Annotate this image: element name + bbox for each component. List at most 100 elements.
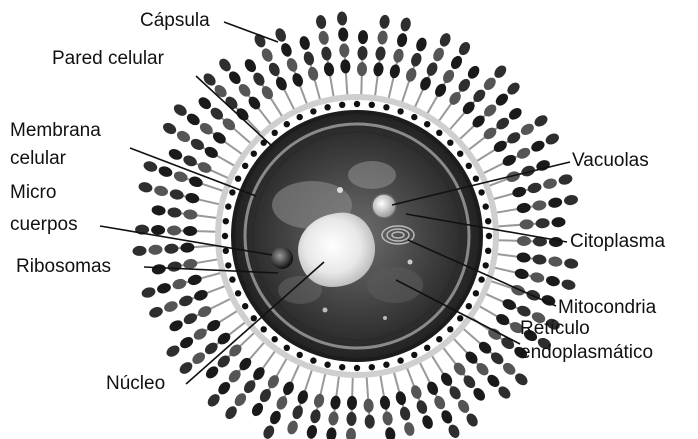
capsula-bead [465, 64, 481, 81]
pared-celular-dot [235, 176, 241, 182]
pared-celular-dot [310, 357, 316, 363]
capsula-bead [192, 326, 209, 342]
capsula-bead [285, 57, 299, 74]
capsula-bead [296, 389, 310, 405]
capsula-bead [274, 75, 289, 92]
pared-celular-dot [466, 163, 472, 169]
capsula-bead [259, 84, 275, 101]
pared-celular-dot [424, 345, 430, 351]
capsula-bead [494, 312, 511, 328]
capsula-bead [328, 411, 340, 426]
capsula-bead [358, 30, 368, 44]
capsula-bead [167, 261, 182, 273]
capsula-bead [551, 217, 566, 228]
capsula-bead [563, 194, 578, 206]
capsula-bead [456, 77, 472, 94]
pared-celular-dot [242, 303, 248, 309]
pared-celular-dot [284, 121, 290, 127]
pared-celular-dot [473, 290, 479, 296]
capsula-bead [527, 181, 543, 194]
vacuola-shape [372, 194, 396, 218]
capsula-bead [496, 384, 513, 401]
pared-celular-dot [436, 130, 442, 136]
capsula-bead [529, 139, 546, 154]
capsula-bead [302, 50, 315, 66]
capsula-bead [519, 219, 534, 230]
pared-celular-dot [324, 362, 330, 368]
capsula-bead [211, 130, 228, 146]
capsula-bead [403, 421, 416, 437]
capsula-bead [516, 252, 531, 264]
capsula-bead [505, 130, 522, 146]
label-membrana-line2: celular [10, 148, 66, 170]
capsula-bead [357, 46, 367, 60]
pared-celular-dot [483, 203, 489, 209]
capsula-bead [515, 146, 532, 161]
pared-celular-dot [354, 365, 360, 371]
capsula-bead [156, 282, 172, 295]
capsula-bead [205, 318, 222, 334]
pared-celular-dot [397, 108, 403, 114]
capsula-bead [163, 299, 180, 313]
capsula-bead [548, 256, 563, 268]
capsula-bead [542, 177, 558, 190]
cytoplasm-blotch [367, 267, 423, 303]
micro-cuerpo-shape [271, 247, 293, 269]
capsula-bead [330, 395, 342, 410]
capsula-bead [447, 90, 463, 107]
capsula-bead [532, 254, 547, 266]
capsula-bead [377, 30, 389, 45]
capsula-bead [151, 263, 166, 275]
capsula-bead [532, 199, 547, 211]
capsula-bead [515, 304, 532, 319]
label-micro-line1: Micro [10, 182, 56, 204]
capsula-bead [379, 14, 391, 29]
capsula-bead [171, 277, 187, 290]
capsula-bead [161, 121, 178, 137]
capsula-bead [514, 267, 530, 280]
capsula-bead [456, 398, 472, 415]
capsula-bead [557, 173, 573, 186]
capsula-bead [379, 395, 391, 410]
capsula-bead [532, 113, 549, 129]
capsula-bead [268, 409, 283, 426]
label-ribosomas: Ribosomas [16, 256, 111, 278]
capsula-bead [517, 236, 531, 246]
inclusion-dot [337, 187, 343, 193]
pared-celular-dot [383, 362, 389, 368]
capsula-bead [180, 242, 195, 253]
capsula-bead [187, 273, 203, 286]
pared-celular-dot [223, 218, 229, 224]
capsula-bead [142, 160, 158, 174]
capsula-bead [183, 226, 197, 236]
capsula-bead [398, 406, 411, 422]
capsula-bead [279, 42, 293, 59]
capsula-bead [392, 48, 405, 64]
capsula-bead [501, 360, 518, 377]
pared-celular-dot [354, 101, 360, 107]
capsula-bead [409, 384, 423, 401]
capsula-bead [320, 46, 332, 61]
capsula-bead [212, 83, 229, 100]
capsula-bead [547, 197, 562, 209]
capsula-bead [561, 278, 577, 291]
capsula-bead [193, 288, 210, 302]
capsula-bead [242, 378, 258, 395]
capsula-bead [260, 47, 275, 64]
capsula-bead [433, 82, 449, 99]
capsula-bead [388, 63, 401, 79]
pared-celular-dot [411, 114, 417, 120]
capsula-bead [167, 147, 184, 162]
pared-celular-dot [261, 326, 267, 332]
capsula-bead [167, 207, 182, 219]
capsula-bead [446, 423, 461, 439]
capsula-bead [513, 371, 530, 388]
capsula-bead [261, 424, 276, 439]
capsula-bead [501, 297, 518, 312]
capsula-bead [337, 11, 348, 26]
capsula-bead [164, 343, 181, 359]
capsula-bead [196, 160, 213, 175]
capsula-bead [432, 394, 447, 411]
capsula-bead [291, 404, 305, 420]
capsula-bead [151, 205, 166, 217]
